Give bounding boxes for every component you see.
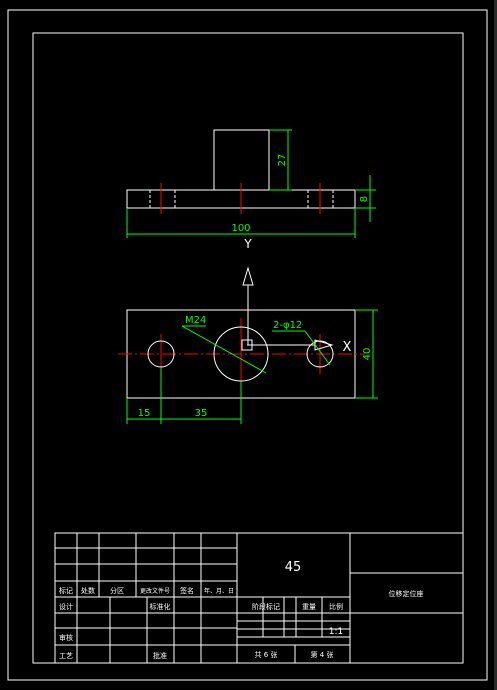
title-block-text: 45 位移定位座 标记 处数 分区 更改文件号 签名 年、月、日 设计 标准化 … [59,560,424,660]
label-change-doc: 更改文件号 [140,587,170,595]
label-scale: 比例 [329,602,343,611]
title-block-frame [54,532,464,664]
leader-line-holes [304,330,331,366]
inner-frame [32,32,464,664]
y-axis-arrow-head [242,266,254,286]
front-view: 27 8 100 Y [126,129,376,251]
dim-label-100: 100 [231,223,250,234]
label-approve: 批准 [153,651,167,660]
label-review: 审核 [59,633,73,642]
dim-label-8: 8 [359,196,370,202]
dim-label-m24: M24 [185,315,206,326]
label-signature: 签名 [180,586,194,595]
label-stage-mark: 阶段标记 [252,602,280,611]
label-date: 年、月、日 [204,587,234,595]
material-value: 45 [285,560,302,575]
label-count: 处数 [81,586,95,595]
center-bore [213,326,269,382]
label-standardize: 标准化 [150,602,171,611]
sheets-total: 共 6 张 [255,650,278,659]
dim-label-35: 35 [195,408,208,419]
label-process: 工艺 [59,652,73,660]
view-label-y: Y [243,237,252,251]
boss-outline [213,129,270,191]
view-label-x: X [343,340,352,355]
title-block [54,532,464,664]
outer-frame [7,9,488,681]
label-zone: 分区 [110,586,124,595]
dim-label-holes: 2-φ12 [273,320,302,331]
leader-line-m24 [181,325,267,374]
sheet-current: 第 4 张 [311,650,334,659]
label-weight: 重量 [302,603,316,611]
dim-label-40: 40 [362,348,373,361]
hole-left [147,340,175,368]
label-design: 设计 [59,602,73,611]
dim-label-15: 15 [138,408,151,419]
dim-label-27: 27 [277,154,288,167]
scale-value: 1:1 [329,627,343,637]
part-name: 位移定位座 [389,589,424,598]
top-view: X M24 2-φ12 40 15 35 [118,266,378,424]
label-mark: 标记 [59,586,73,595]
vertical-scrollbar[interactable] [494,0,497,690]
